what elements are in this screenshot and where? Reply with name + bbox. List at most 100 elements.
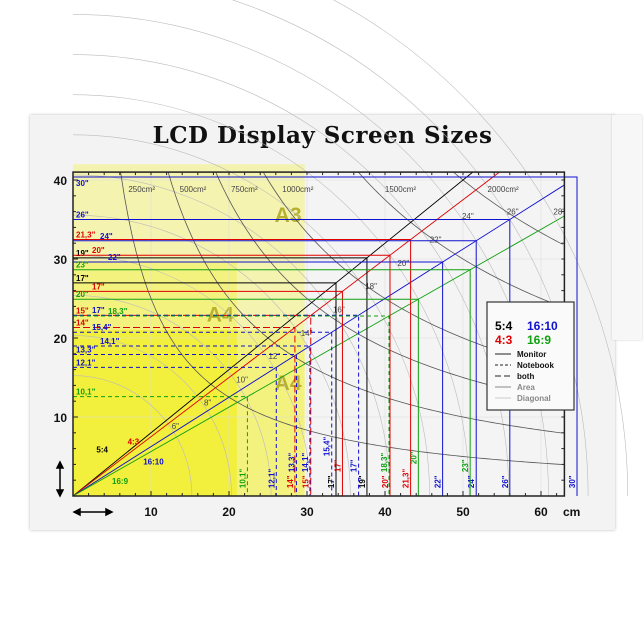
diagonal-label: 8" (204, 399, 211, 408)
screen-width-label: 12,1" (267, 469, 276, 489)
diagonal-arc (72, 174, 391, 497)
area-curve (167, 171, 563, 434)
legend-label-diagonal: Diagonal (517, 394, 551, 403)
area-label: 1500cm² (385, 185, 416, 194)
screen-outline (73, 240, 477, 496)
screen-outline (73, 298, 419, 496)
diagonal-label: 16" (333, 305, 345, 314)
x-tick-label: 60 (534, 505, 548, 519)
legend-ratio-5:4: 5:4 (495, 319, 513, 333)
legend-box (486, 301, 575, 411)
screen-outline (73, 326, 296, 496)
diagonal-label: 14" (301, 329, 313, 338)
paper-overlap (73, 330, 237, 496)
x-tick-label: 40 (378, 505, 392, 519)
screen-width-label: 30" (568, 475, 577, 488)
screen-height-label: 18,3" (108, 307, 128, 316)
screen-height-label: 15" (76, 306, 89, 315)
screen-height-label: 17" (92, 282, 105, 291)
diagonal-arc (72, 335, 232, 497)
ratio-line-16:9 (72, 215, 565, 497)
diagonal-label: 26" (507, 208, 519, 217)
diagonal-arc (72, 214, 351, 497)
diagonal-label: 10" (236, 375, 248, 384)
area-curve (358, 171, 562, 308)
y-tick-label: 10 (54, 411, 68, 425)
diagonal-label: 24" (462, 212, 474, 221)
screen-outline (73, 269, 471, 496)
screen-height-label: 22" (108, 253, 121, 262)
y-tick-label: 40 (54, 174, 68, 188)
screen-height-label: 20" (92, 246, 105, 255)
screen-height-label: 17" (76, 274, 89, 283)
screen-height-label: 14" (76, 318, 89, 327)
legend-ratio-16:9: 16:9 (527, 333, 551, 347)
diagonal-arc (72, 375, 193, 497)
screen-width-label: 17" (350, 459, 359, 472)
area-curve (453, 171, 563, 245)
screen-outline (73, 282, 337, 496)
legend-ratio-16:10: 16:10 (527, 319, 558, 333)
legend-label-both: both (517, 372, 534, 381)
area-label: 250cm² (128, 185, 155, 194)
area-label: 750cm² (231, 185, 258, 194)
screen-width-label: 24" (467, 475, 476, 488)
screen-outline (73, 366, 277, 496)
x-tick-label: 50 (456, 505, 470, 519)
card-flap (612, 115, 642, 340)
screen-height-label: 30" (76, 179, 89, 188)
screen-width-label: 17" (333, 459, 342, 472)
y-tick-label: 20 (54, 332, 68, 346)
screen-height-label: 26" (76, 210, 89, 219)
diagonal-label: 18" (365, 282, 377, 291)
screen-height-label: 21,3" (76, 231, 96, 240)
screen-outline (73, 176, 578, 496)
ratio-label: 4:3 (128, 438, 140, 447)
vertical-arrow-icon (55, 460, 65, 498)
screen-height-label: 10,1" (76, 388, 96, 397)
ratio-label: 16:10 (143, 457, 164, 466)
screen-outline (73, 239, 412, 496)
screen-width-label: 15" (302, 475, 311, 488)
area-curve (120, 172, 562, 465)
screen-width-label: 20" (409, 451, 418, 464)
screen-width-label: 21,3" (402, 469, 411, 489)
diagonal-arc (332, 0, 629, 497)
ratio-label: 16:9 (112, 477, 129, 486)
x-tick-label: 20 (222, 505, 236, 519)
screen-height-label: 19" (76, 249, 89, 258)
screen-height-label: 12,1" (76, 358, 96, 367)
y-tick-label: 30 (54, 253, 68, 267)
ratio-line-5:4 (72, 171, 474, 497)
ratio-label: 5:4 (96, 446, 108, 455)
screen-height-label: 15,4" (92, 323, 112, 332)
screen-height-label: 17" (92, 306, 105, 315)
screen-width-label: 14,1" (301, 453, 310, 473)
screen-width-label: 26" (501, 475, 510, 488)
diagonal-label: 6" (172, 422, 179, 431)
screen-height-label: 13,3" (76, 346, 96, 355)
ratio-line-4:3 (72, 171, 500, 497)
legend-ratio-4:3: 4:3 (495, 333, 513, 347)
diagonal-arc (72, 254, 312, 497)
screen-width-label: 15,4" (323, 437, 332, 457)
x-tick-label: 10 (144, 505, 158, 519)
screen-width-label: 19" (358, 475, 367, 488)
screen-outline (73, 261, 444, 496)
diagonal-label: 20" (397, 259, 409, 268)
screen-outline (73, 345, 311, 496)
screen-width-label: 14" (286, 475, 295, 488)
paper-label: A3 (275, 204, 302, 227)
diagonal-label: 28" (553, 208, 565, 217)
screen-outline (73, 254, 391, 496)
screen-height-label: 24" (100, 232, 113, 241)
x-axis-unit: cm (563, 505, 580, 519)
screen-height-label: 23" (76, 261, 89, 270)
legend-label-area: Area (517, 383, 535, 392)
screen-width-label: 22" (434, 475, 443, 488)
chart-title: LCD Display Screen Sizes (152, 122, 493, 149)
area-label: 2000cm² (488, 185, 519, 194)
x-tick-label: 30 (300, 505, 314, 519)
screen-outline (73, 314, 360, 496)
